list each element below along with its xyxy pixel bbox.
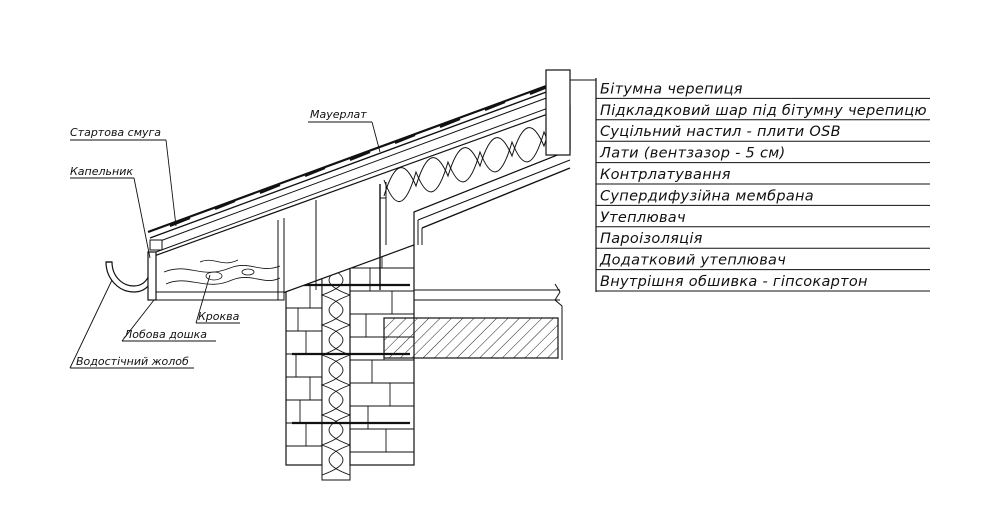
gutter-drawing [105,261,155,293]
fascia-board-drawing [147,239,163,301]
legend-layer-8: Пароізоляція [600,231,703,247]
legend-layer-3: Суцільний настил - плити OSB [600,124,841,140]
callout-starter-strip: Стартова смуга [70,126,161,139]
callout-drip-edge: Капельник [70,165,133,178]
legend-layer-6: Супердифузійна мембрана [600,188,814,204]
callout-gutter: Водостічний жолоб [76,355,189,368]
legend-layer-2: Підкладковий шар під бітумну черепицю [600,103,927,119]
callout-labels: Стартова смуга Капельник Мауерлат Кроква… [70,108,367,368]
legend-layer-10: Внутрішня обшивка - гіпсокартон [600,274,868,290]
roof-package [147,69,571,301]
callout-rafter: Кроква [198,310,240,323]
legend-layer-9: Додатковий утеплювач [599,253,786,269]
legend-layer-5: Контрлатування [600,167,731,183]
callout-mauerlat: Мауерлат [310,108,367,121]
floor-slab [383,283,563,360]
callout-leaders [69,121,381,369]
callout-fascia-board: Лобова дошка [123,328,207,341]
legend-layer-7: Утеплювач [600,210,686,226]
legend-layer-4: Лати (вентзазор - 5 см) [599,146,785,162]
legend-layer-1: Бітумна черепиця [600,81,743,97]
